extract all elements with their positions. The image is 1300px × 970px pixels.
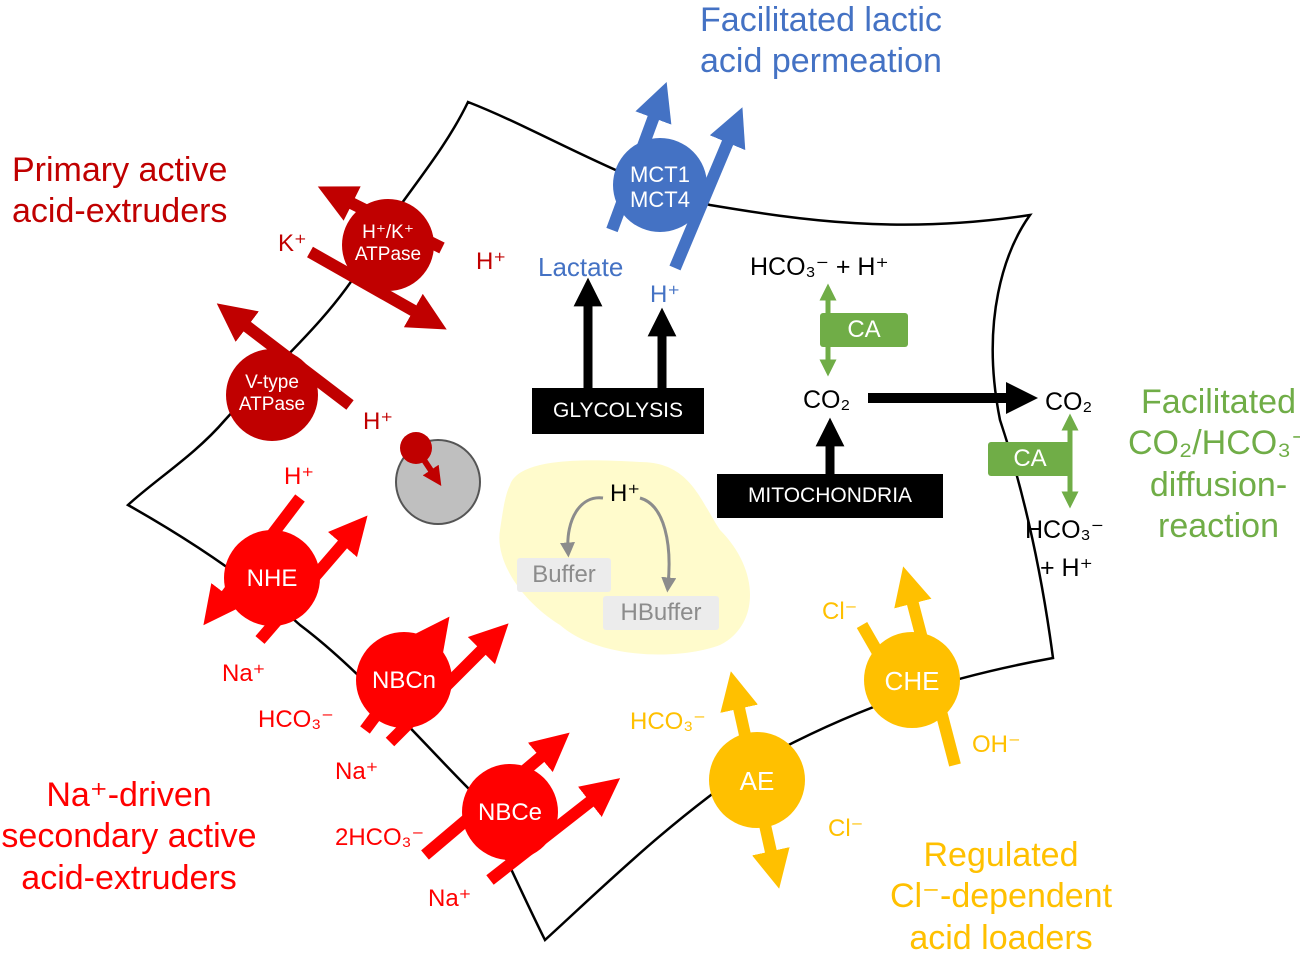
ion-h-mct: H⁺ [650, 281, 680, 308]
mct-circle [613, 138, 707, 232]
v-label-line-1: V-type [245, 372, 299, 393]
nbce-circle [462, 764, 558, 860]
group-na-line-3: acid-extruders [21, 858, 237, 897]
ion-h-v: H⁺ [363, 408, 393, 435]
group-na-line-1: Na⁺-driven [46, 776, 212, 814]
group-lactic: Facilitated lactic acid permeation [700, 0, 942, 83]
glycolysis-arrows [573, 277, 677, 388]
nbcn-label: NBCn [371, 667, 437, 694]
mitochondria-box: MITOCHONDRIA [717, 474, 943, 518]
ca-inner-box: CA [820, 313, 908, 347]
hk-atpase-pump [307, 186, 447, 330]
v-label-line-2: ATPase [238, 393, 306, 415]
group-lactic-line-1: Facilitated lactic [700, 1, 942, 39]
nbce-label: NBCe [477, 799, 543, 826]
ae-exchanger [709, 671, 805, 889]
group-na-driven: Na⁺-driven secondary active acid-extrude… [0, 775, 258, 899]
group-primary-line-2: acid-extruders [12, 192, 228, 231]
ion-cl-ae: Cl⁻ [828, 815, 864, 842]
buffer-box: Buffer [517, 558, 611, 592]
group-lactic-line-2: acid permeation [700, 42, 942, 81]
ion-hco3-h-inner: HCO₃⁻ + H⁺ [750, 253, 889, 281]
hbuffer-box: HBuffer [603, 596, 719, 630]
ion-h-hk: H⁺ [476, 248, 506, 275]
group-primary-active: Primary active acid-extruders [12, 150, 227, 233]
v-atpase-pump [216, 303, 354, 441]
vesicle [395, 432, 481, 525]
ion-hco3-nbce: 2HCO₃⁻ [335, 824, 425, 851]
ion-oh-che: OH⁻ [972, 731, 1021, 758]
che-exchanger [856, 566, 961, 767]
che-circle [864, 632, 960, 728]
ion-h-outer: + H⁺ [1040, 554, 1093, 582]
nhe-exchanger [203, 494, 368, 644]
che-label: CHE [884, 666, 940, 696]
ion-na-nbcn: Na⁺ [335, 758, 379, 785]
ae-circle [709, 732, 805, 828]
hbuffer-arc-arrow [639, 496, 677, 593]
ae-label: AE [739, 766, 775, 796]
hk-atpase-label: H⁺/K⁺ ATPase [338, 222, 438, 266]
ion-co2-inner: CO₂ [803, 386, 851, 414]
ion-co2-outer: CO₂ [1045, 388, 1093, 416]
ion-cl-che: Cl⁻ [822, 598, 858, 625]
ion-na-nbce: Na⁺ [428, 885, 472, 912]
ion-na-nhe: Na⁺ [222, 660, 266, 687]
ion-hco3-outer: HCO₃⁻ [1025, 516, 1104, 544]
mct-label-line-2: MCT4 [630, 187, 690, 213]
group-cl-dependent: Regulated Cl⁻-dependent acid loaders [885, 835, 1117, 959]
hk-atpase-circle [342, 199, 434, 291]
group-cl-line-3: acid loaders [909, 918, 1093, 957]
ion-hco3-ae: HCO₃⁻ [630, 708, 706, 735]
ion-lactate: Lactate [538, 252, 624, 282]
group-na-line-2: secondary active [1, 817, 257, 856]
buffer-arc-arrow [560, 496, 604, 558]
mct-transporter [606, 81, 746, 271]
ion-h-nhe: H⁺ [284, 463, 314, 490]
mct-label: MCT1 MCT4 [610, 162, 710, 213]
group-primary-line-1: Primary active [12, 151, 228, 189]
group-co2-line-4: reaction [1158, 507, 1279, 546]
ion-hco3-nbcn: HCO₃⁻ [258, 706, 334, 733]
group-co2-line-3: diffusion- [1149, 465, 1288, 504]
ion-h-buffer: H⁺ [610, 480, 640, 507]
ca-outer-box: CA [988, 442, 1072, 476]
nbcn-transporter [356, 616, 509, 747]
nhe-label: NHE [246, 565, 298, 592]
ion-k-hk: K⁺ [278, 230, 307, 257]
nbce-transporter [421, 732, 621, 885]
glycolysis-box: GLYCOLYSIS [532, 388, 704, 434]
hk-label-line-2: ATPase [354, 243, 422, 265]
group-co2: Facilitated CO₂/HCO₃⁻ diffusion- reactio… [1128, 382, 1300, 548]
nbcn-circle [356, 632, 452, 728]
v-atpase-circle [226, 349, 318, 441]
mct-label-line-1: MCT1 [630, 162, 690, 187]
cell-membrane [125, 100, 1055, 943]
group-cl-line-2: Cl⁻-dependent [889, 877, 1113, 916]
group-co2-line-1: Facilitated [1141, 383, 1296, 421]
hk-label-line-1: H⁺/K⁺ [362, 222, 414, 243]
nhe-circle [224, 530, 320, 626]
vesicle-arrow [413, 446, 442, 486]
group-co2-line-2: CO₂/HCO₃⁻ [1128, 424, 1300, 463]
group-cl-line-1: Regulated [923, 836, 1079, 874]
v-atpase-label: V-type ATPase [222, 372, 322, 416]
